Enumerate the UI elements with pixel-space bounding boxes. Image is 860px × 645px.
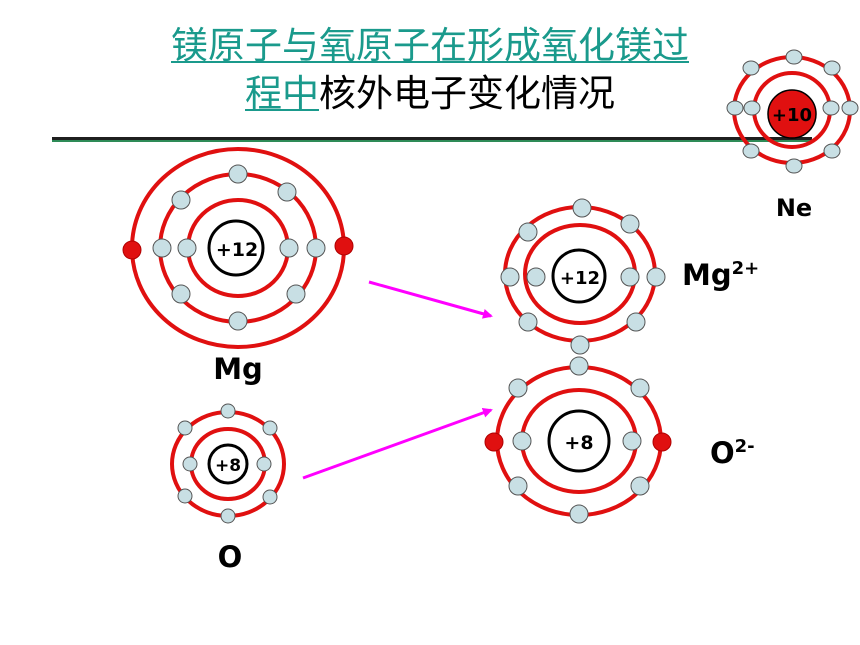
- electron: [500, 267, 520, 287]
- ne-nucleus-charge: +10: [772, 105, 812, 126]
- electron: [220, 403, 236, 419]
- mg-valence-electron: [334, 236, 354, 256]
- electron: [526, 267, 546, 287]
- electron: [518, 312, 538, 332]
- o-transfer-arrow: [302, 408, 493, 480]
- mg-nucleus: [207, 219, 265, 277]
- slide-title: 镁原子与氧原子在形成氧化镁过 程中核外电子变化情况: [0, 22, 860, 118]
- mg-ion: +12 Mg2+: [500, 198, 759, 355]
- o-ion-nucleus: [547, 409, 611, 473]
- electron: [726, 100, 744, 116]
- title-divider: [52, 137, 812, 142]
- electron: [570, 335, 590, 355]
- electron: [622, 431, 642, 451]
- electron: [823, 60, 841, 76]
- title-link-part2[interactable]: 程中: [245, 72, 319, 115]
- o-ion-label: O2-: [710, 436, 755, 470]
- electron: [620, 214, 640, 234]
- o-ion: +8 O2-: [484, 356, 755, 524]
- ne-atom: +10 Ne: [726, 49, 859, 222]
- electron: [626, 312, 646, 332]
- electron: [512, 431, 532, 451]
- electron: [508, 476, 528, 496]
- ne-nucleus: [767, 89, 817, 139]
- electron: [177, 488, 193, 504]
- electron: [620, 267, 640, 287]
- electron: [286, 284, 306, 304]
- o-ion-charge: 2-: [735, 436, 755, 457]
- electron: [822, 100, 840, 116]
- o-label: O: [218, 540, 243, 574]
- electron: [743, 100, 761, 116]
- mg-valence-electron: [122, 240, 142, 260]
- mg-ion-symbol: Mg: [682, 258, 732, 292]
- electron: [841, 100, 859, 116]
- mg-atom: +12 Mg: [122, 147, 354, 386]
- electron: [220, 508, 236, 524]
- electron: [171, 190, 191, 210]
- electron: [823, 143, 841, 159]
- title-rest: 核外电子变化情况: [319, 72, 615, 115]
- electron: [152, 238, 172, 258]
- title-line-1[interactable]: 镁原子与氧原子在形成氧化镁过: [0, 22, 860, 70]
- electron: [256, 456, 272, 472]
- electron: [277, 182, 297, 202]
- o-nucleus: [207, 443, 249, 485]
- electron: [569, 504, 589, 524]
- electron: [306, 238, 326, 258]
- electron: [228, 311, 248, 331]
- electron: [518, 222, 538, 242]
- electron: [171, 284, 191, 304]
- electron: [279, 238, 299, 258]
- o-ion-symbol: O: [710, 436, 735, 470]
- electron: [646, 267, 666, 287]
- electron: [785, 158, 803, 174]
- electron: [177, 420, 193, 436]
- ne-label: Ne: [776, 194, 812, 222]
- mg-transfer-arrow: [368, 280, 493, 319]
- electron: [228, 164, 248, 184]
- electron: [572, 198, 592, 218]
- electron: [742, 60, 760, 76]
- o-ion-nucleus-charge: +8: [564, 432, 593, 454]
- electron: [508, 378, 528, 398]
- o-ion-gained-electron: [652, 432, 672, 452]
- electron: [262, 489, 278, 505]
- mg-ion-nucleus-charge: +12: [560, 268, 600, 289]
- o-nucleus-charge: +8: [215, 456, 241, 476]
- o-atom: +8 O: [170, 403, 286, 574]
- o-ion-gained-electron: [484, 432, 504, 452]
- electron: [742, 143, 760, 159]
- mg-ion-label: Mg2+: [682, 258, 759, 292]
- electron: [630, 378, 650, 398]
- electron: [177, 238, 197, 258]
- electron: [182, 456, 198, 472]
- electron: [785, 49, 803, 65]
- title-link-part1[interactable]: 镁原子与氧原子在形成氧化镁过: [171, 24, 689, 67]
- electron: [630, 476, 650, 496]
- mg-nucleus-charge: +12: [216, 239, 258, 261]
- electron: [569, 356, 589, 376]
- mg-label: Mg: [213, 352, 263, 386]
- mg-ion-nucleus: [551, 248, 607, 304]
- title-line-2: 程中核外电子变化情况: [0, 70, 860, 118]
- mg-ion-charge: 2+: [732, 258, 760, 279]
- electron: [262, 420, 278, 436]
